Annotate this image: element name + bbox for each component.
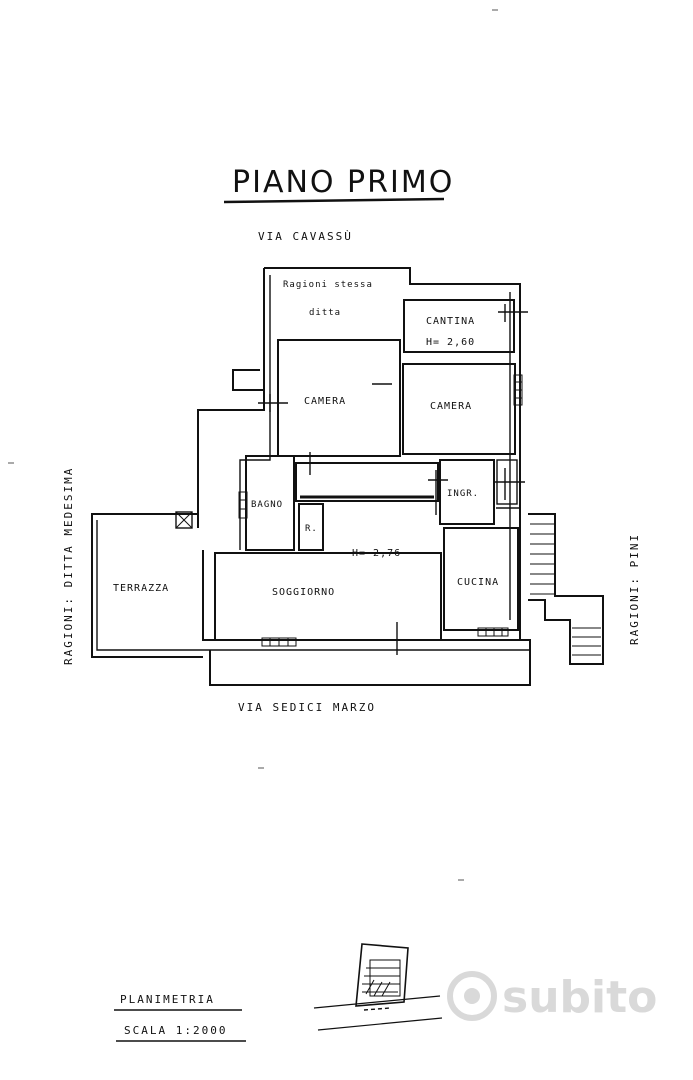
external-staircase [528,513,604,665]
other-property-label-1: Ragioni stessa [283,280,373,290]
subito-watermark: subito [447,971,657,1023]
subito-logo-icon [447,971,497,1021]
legend-scala: SCALA 1:2000 [124,1024,227,1037]
neighbor-label-left: RAGIONI: DITTA MEDESIMA [62,467,75,665]
legend-planimetria: PLANIMETRIA [120,993,215,1006]
room-soggiorno [214,552,442,655]
watermark-text: subito [502,972,657,1023]
room-label-cantina: CANTINA [426,316,475,327]
room-height-soggiorno: H= 2,76 [352,548,401,559]
terrace-outline [91,511,203,658]
neighbor-label-right: RAGIONI: PINI [628,533,641,645]
room-label-ingresso: INGR. [447,489,479,499]
plan-title: PIANO PRIMO [232,165,454,200]
street-label-top: VIA CAVASSÙ [258,230,353,243]
room-ingresso [439,459,525,525]
room-ripostiglio [298,503,324,551]
location-map-sketch [313,943,443,1031]
room-label-soggiorno: SOGGIORNO [272,587,335,598]
room-label-camera-left: CAMERA [304,396,346,407]
building-outline [197,267,531,686]
room-camera-right [402,363,523,455]
street-label-bottom: VIA SEDICI MARZO [238,701,376,714]
title-underline [223,197,445,204]
other-property-label-2: ditta [309,308,341,318]
room-bagno [238,455,295,551]
room-height-cantina: H= 2,60 [426,337,475,348]
room-label-cucina: CUCINA [457,577,499,588]
room-label-camera-right: CAMERA [430,401,472,412]
corridor [295,452,448,515]
room-cucina [443,527,519,637]
room-label-ripostiglio: R. [305,524,318,534]
room-label-bagno: BAGNO [251,500,283,510]
room-camera-left [258,339,401,457]
room-label-terrazza: TERRAZZA [113,583,169,594]
scan-marks [8,9,498,881]
room-cantina [403,299,528,353]
